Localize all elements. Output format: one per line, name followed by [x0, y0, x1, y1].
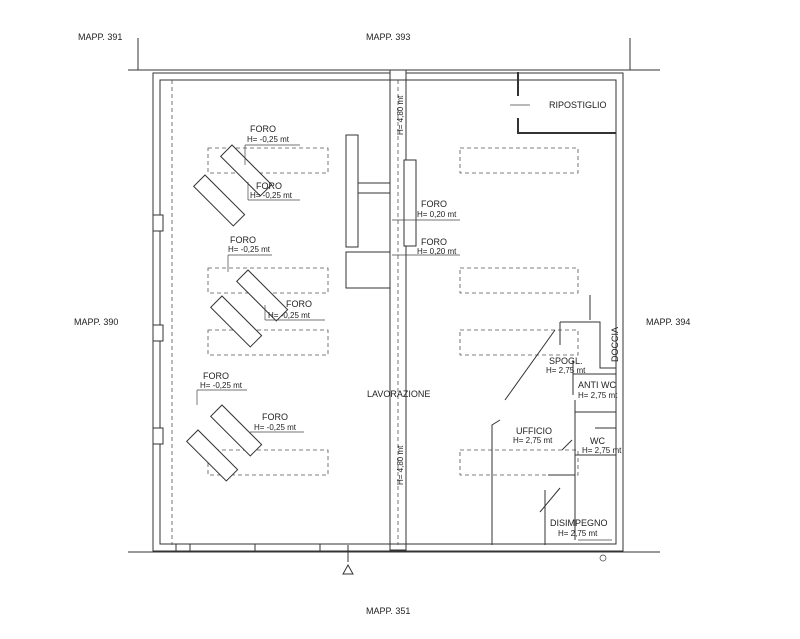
room-wc-height: H= 2,75 mt: [582, 446, 622, 455]
foro-depth-3: H= -0,25 mt: [228, 245, 271, 254]
foro-label-1: FORO: [250, 124, 276, 134]
parcel-391: MAPP. 391: [78, 32, 122, 42]
room-ripostiglio: RIPOSTIGLIO: [549, 100, 607, 110]
parcel-boundaries: [128, 38, 660, 553]
foro-depth-1: H= -0,25 mt: [247, 135, 290, 144]
service-block: [491, 72, 616, 562]
foro-label-7: FORO: [421, 199, 447, 209]
room-ufficio: UFFICIO: [516, 426, 552, 436]
room-doccia: DOCCIA: [610, 327, 620, 362]
room-disimpegno: DISIMPEGNO: [550, 518, 608, 528]
parcel-351: MAPP. 351: [366, 606, 410, 616]
room-wc: WC: [590, 436, 605, 446]
foro-depth-2: H= -0,25 mt: [250, 191, 293, 200]
corridor-height-bottom: H= 4,80 mt: [396, 445, 405, 485]
foro-leaders: [196, 144, 325, 433]
right-footprints: [459, 147, 579, 476]
room-spogl: SPOGL.: [549, 356, 583, 366]
foro-label-4: FORO: [286, 299, 312, 309]
foro-depth-7: H= 0,20 mt: [417, 210, 457, 219]
foro-label-5: FORO: [203, 371, 229, 381]
foro-pits: [185, 144, 289, 482]
foro-label-3: FORO: [230, 235, 256, 245]
foro-depth-8: H= 0,20 mt: [417, 247, 457, 256]
room-antiwc-height: H= 2,75 mt: [578, 391, 618, 400]
entrance-arrow-icon: [342, 545, 354, 575]
room-spogl-height: H= 2,75 mt: [546, 366, 586, 375]
room-ufficio-height: H= 2,75 mt: [513, 436, 553, 445]
parcel-390: MAPP. 390: [74, 317, 118, 327]
room-lavorazione: LAVORAZIONE: [367, 389, 430, 399]
room-disimpegno-height: H= 2,75 mt: [558, 529, 598, 538]
parcel-393: MAPP. 393: [366, 32, 410, 42]
foro-depth-4: H= -0,25 mt: [268, 311, 311, 320]
corridor-height-top: H= 4,80 mt: [396, 95, 405, 135]
room-antiwc: ANTI WC: [578, 380, 616, 390]
building-outline: [152, 72, 624, 552]
parcel-394: MAPP. 394: [646, 317, 690, 327]
foro-label-8: FORO: [421, 237, 447, 247]
foro-depth-5: H= -0,25 mt: [200, 381, 243, 390]
foro-label-2: FORO: [256, 181, 282, 191]
foro-depth-6: H= -0,25 mt: [254, 423, 297, 432]
foro-label-6: FORO: [262, 412, 288, 422]
central-corridor: [389, 69, 407, 551]
corridor-pits: [345, 134, 460, 289]
